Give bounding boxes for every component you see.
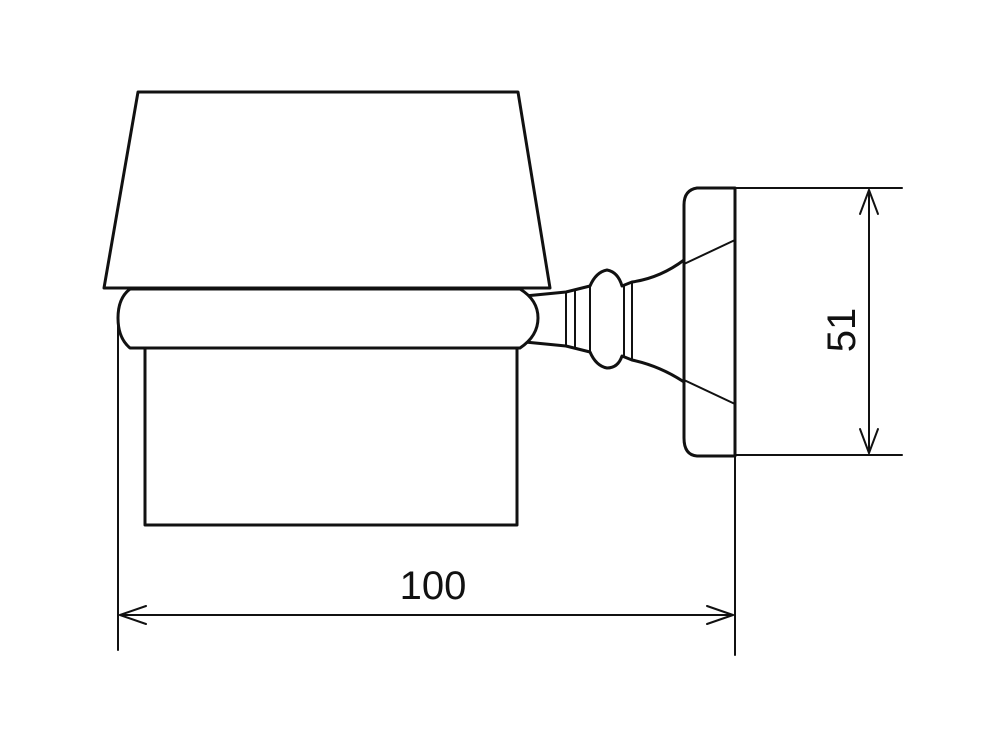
arrow-right-icon	[706, 605, 734, 625]
height-label: 51	[820, 308, 864, 353]
arrow-down-icon	[859, 428, 879, 454]
holder-ring	[116, 287, 540, 350]
width-label: 100	[400, 564, 467, 608]
wall-plate	[682, 186, 737, 458]
width-dimension: 100	[117, 317, 736, 656]
support-arm	[523, 258, 686, 384]
tumbler-body	[143, 346, 519, 527]
arrow-up-icon	[859, 189, 879, 215]
height-dimension: 51	[734, 187, 903, 456]
tumbler-top	[102, 90, 552, 290]
arrow-left-icon	[119, 605, 147, 625]
